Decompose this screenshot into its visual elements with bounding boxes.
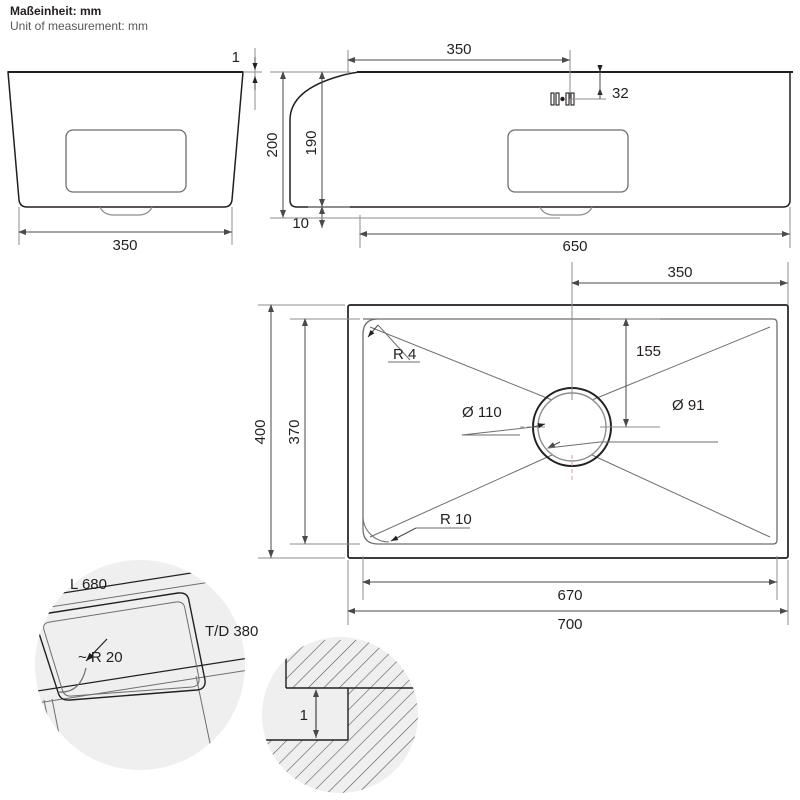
plan-outer-depth-label: 400: [252, 419, 269, 444]
plan-inner-basin: [362, 318, 778, 545]
plan-outer-width-label: 700: [557, 616, 582, 633]
front-drain-offset-label: 350: [446, 41, 471, 58]
front-width-label: 650: [562, 238, 587, 255]
side-rim-thickness-label: 1: [232, 49, 240, 66]
front-total-height-label: 200: [264, 132, 281, 157]
section-detail-content: [262, 640, 418, 793]
plan-outer-rim: [347, 304, 789, 559]
cutout-length-label: L 680: [70, 576, 107, 593]
plan-inner-width-label: 670: [557, 587, 582, 604]
front-view-inner-panel: [507, 129, 629, 193]
side-width-label: 350: [112, 237, 137, 254]
front-section-view: 350 32 200 190 10: [264, 41, 793, 255]
cutout-detail-view: L 680 T/D 380 ~ R 20: [35, 560, 258, 770]
cutout-opening-inner: [43, 601, 200, 697]
plan-drain-x-label: 350: [667, 264, 692, 281]
plan-radius-bottom-label: R 10: [440, 511, 472, 528]
drain-outer-diameter-label: Ø 110: [462, 404, 502, 421]
cutout-radius-label: ~ R 20: [78, 649, 123, 666]
front-view-drain-channel: [539, 206, 593, 216]
plan-drain-y-label: 155: [636, 343, 661, 360]
unit-header-en: Unit of measurement: mm: [10, 19, 149, 33]
top-plan-view: R 4 R 10 Ø 110 Ø 91 350 1: [252, 262, 789, 633]
side-section-view: 1 350: [7, 48, 262, 254]
side-view-inner-panel: [65, 129, 187, 193]
plan-radius-top-label: R 4: [393, 346, 416, 363]
side-view-drain-channel: [99, 206, 153, 216]
front-basin-depth-label: 190: [303, 130, 320, 155]
drain-inner-circle: [537, 392, 607, 462]
cutout-depth-label: T/D 380: [205, 623, 258, 640]
plan-slope-lines: [369, 326, 771, 538]
cutout-detail-bubble: [35, 560, 245, 770]
unit-header: Maßeinheit: mm Unit of measurement: mm: [10, 4, 430, 34]
unit-header-de: Maßeinheit: mm: [10, 4, 102, 18]
front-base-height-label: 10: [292, 215, 309, 232]
plan-inner-depth-label: 370: [286, 419, 303, 444]
section-hatch-fill: [262, 640, 418, 793]
flush-mount-section-detail: 1: [262, 637, 418, 793]
drain-inner-diameter-label: Ø 91: [672, 397, 705, 414]
front-overflow-height-label: 32: [612, 85, 629, 102]
section-step-label: 1: [300, 707, 308, 724]
